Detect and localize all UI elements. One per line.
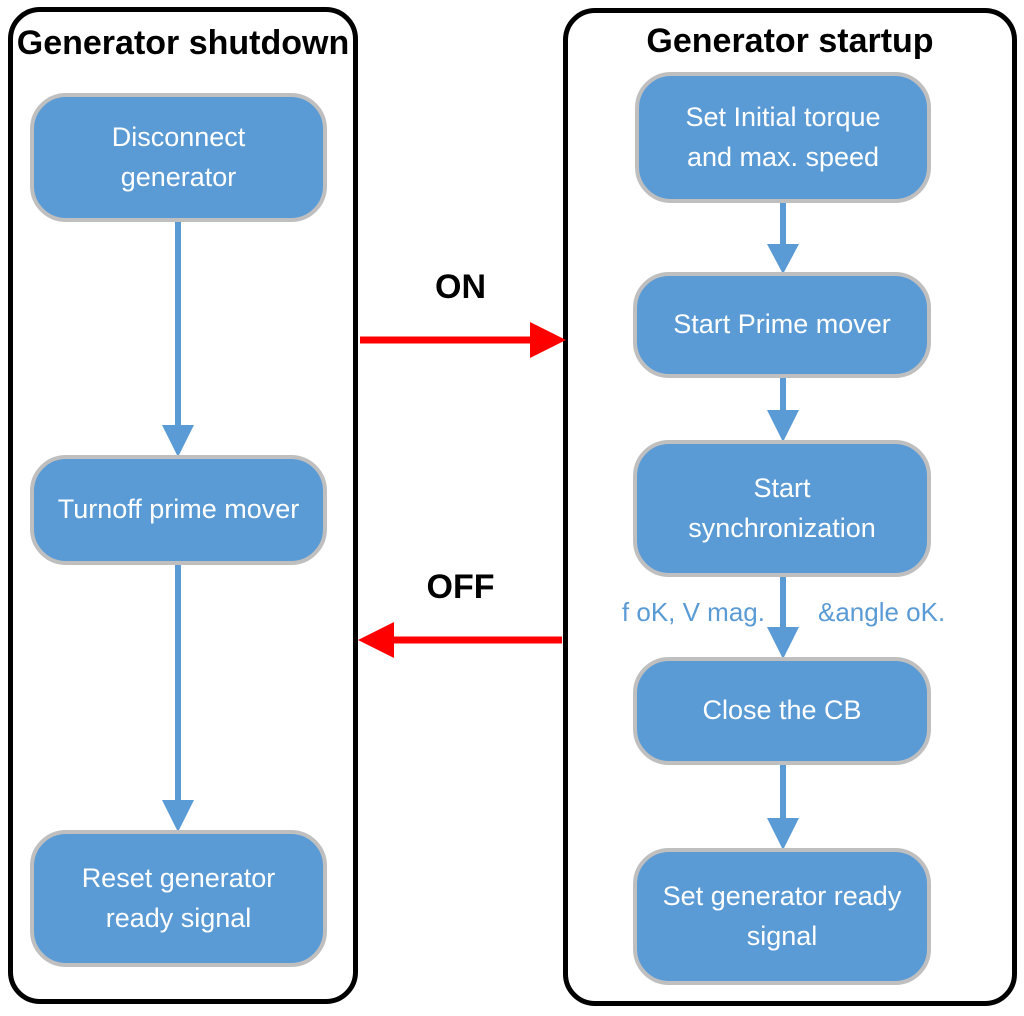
startup-panel-title: Generator startup: [646, 22, 934, 60]
off-transition-arrow: [358, 622, 562, 658]
step-start-synchronization: Start synchronization: [633, 440, 931, 577]
step-set-initial-torque-max-speed: Set Initial torque and max. speed: [635, 72, 931, 203]
shutdown-panel-title: Generator shutdown: [16, 24, 350, 62]
sync-condition-angle: &angle oK.: [818, 597, 946, 627]
step-start-prime-mover: Start Prime mover: [633, 272, 931, 378]
on-transition-arrow: [360, 322, 566, 358]
step-close-the-cb: Close the CB: [633, 657, 931, 765]
step-turnoff-prime-mover: Turnoff prime mover: [30, 455, 327, 565]
step-set-generator-ready-signal: Set generator ready signal: [633, 848, 931, 985]
on-label: ON: [435, 268, 486, 306]
sync-condition-freq-vmag: f oK, V mag.: [621, 597, 765, 627]
step-disconnect-generator: Disconnect generator: [30, 93, 327, 222]
off-label: OFF: [426, 568, 495, 606]
step-reset-generator-ready-signal: Reset generator ready signal: [30, 830, 327, 967]
